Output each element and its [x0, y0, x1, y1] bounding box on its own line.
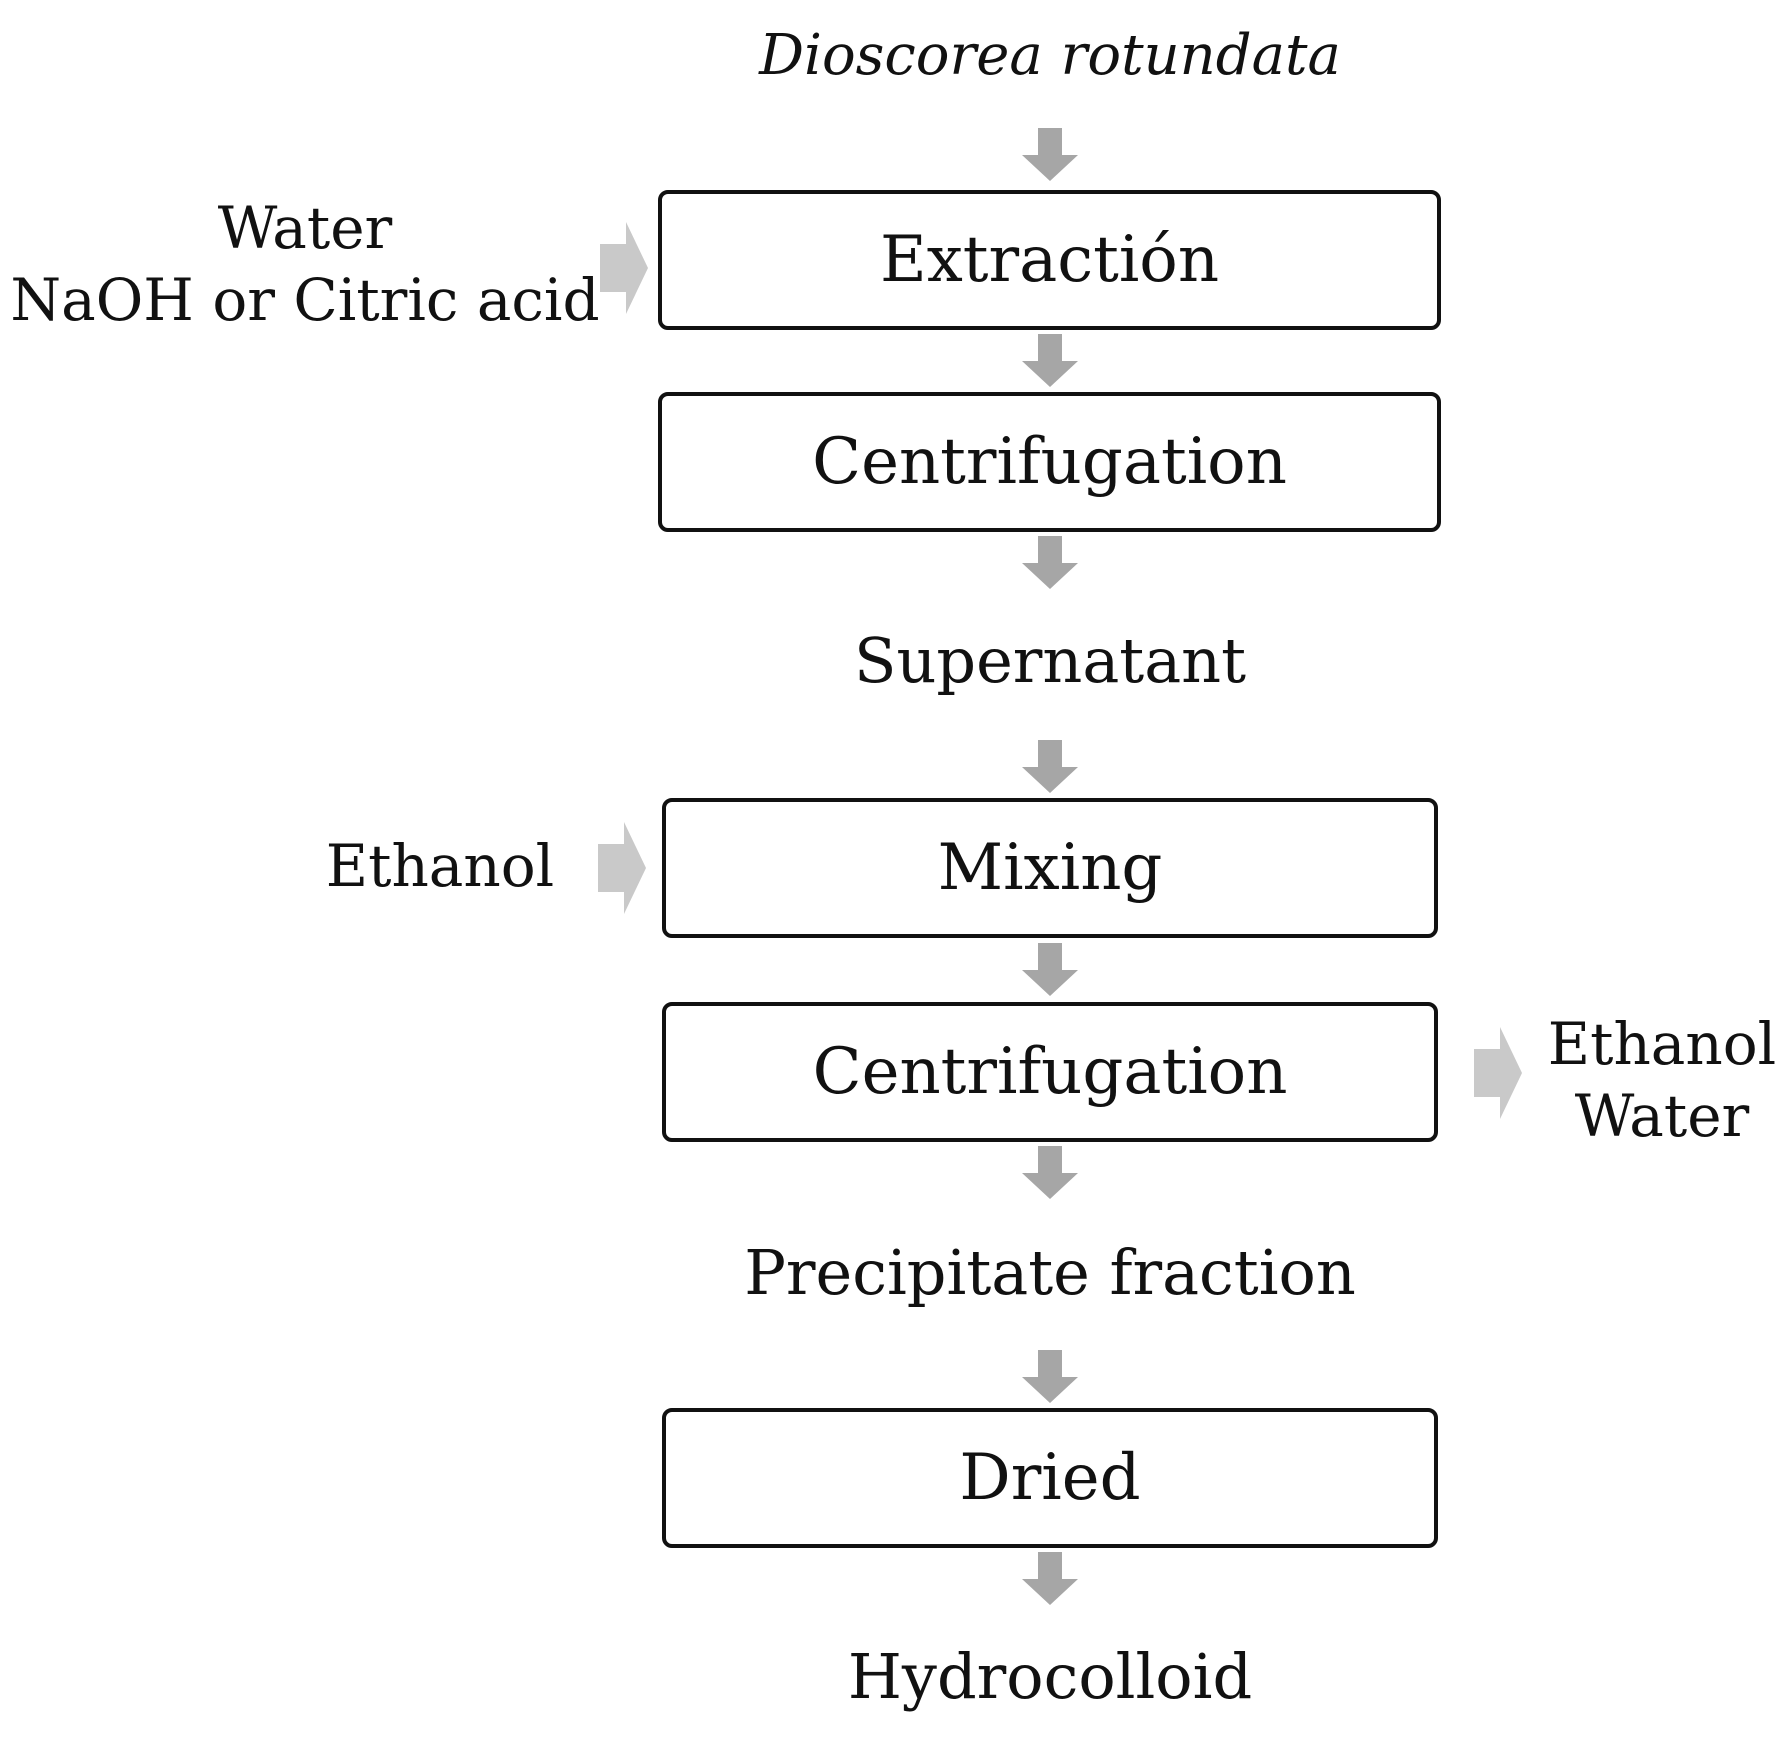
flow-arrow-down-icon — [1022, 1350, 1078, 1403]
flow-arrow-down-icon — [1022, 1552, 1078, 1605]
centrifugation-output-line-2: Water — [1574, 1082, 1750, 1150]
centrifugation-step-label-2: Centrifugation — [812, 1035, 1288, 1109]
centrifugation-step-label: Centrifugation — [812, 425, 1287, 499]
input-arrow-right-icon — [598, 822, 646, 914]
mixing-step-box: Mixing — [662, 798, 1438, 938]
centrifugation-step-box: Centrifugation — [658, 392, 1441, 532]
extraction-step-box: Extractión — [658, 190, 1441, 330]
extraction-input-line-1: Water — [217, 194, 393, 262]
flow-arrow-down-icon — [1022, 1146, 1078, 1199]
output-arrow-right-icon — [1474, 1027, 1522, 1119]
centrifugation-output-line-1: Ethanol — [1547, 1010, 1777, 1078]
extraction-input-line-2: NaOH or Citric acid — [10, 266, 600, 334]
precipitate-fraction-label: Precipitate fraction — [744, 1236, 1356, 1309]
flow-arrow-down-icon — [1022, 943, 1078, 996]
centrifugation-step-box-2: Centrifugation — [662, 1002, 1438, 1142]
dried-step-box: Dried — [662, 1408, 1438, 1548]
mixing-input-label: Ethanol — [325, 832, 555, 900]
input-arrow-right-icon — [600, 222, 648, 314]
supernatant-label: Supernatant — [853, 624, 1247, 697]
hydrocolloid-product-label: Hydrocolloid — [847, 1640, 1253, 1713]
extraction-step-label: Extractión — [879, 223, 1220, 297]
mixing-step-label: Mixing — [937, 831, 1163, 905]
centrifugation-output-label: Ethanol Water — [1548, 1008, 1776, 1152]
flow-arrow-down-icon — [1022, 740, 1078, 793]
flow-arrow-down-icon — [1022, 334, 1078, 387]
flow-arrow-down-icon — [1022, 536, 1078, 589]
start-material-label: Dioscorea rotundata — [759, 23, 1341, 88]
dried-step-label: Dried — [959, 1441, 1141, 1515]
flow-arrow-down-icon — [1022, 128, 1078, 181]
extraction-input-label: Water NaOH or Citric acid — [10, 192, 599, 336]
